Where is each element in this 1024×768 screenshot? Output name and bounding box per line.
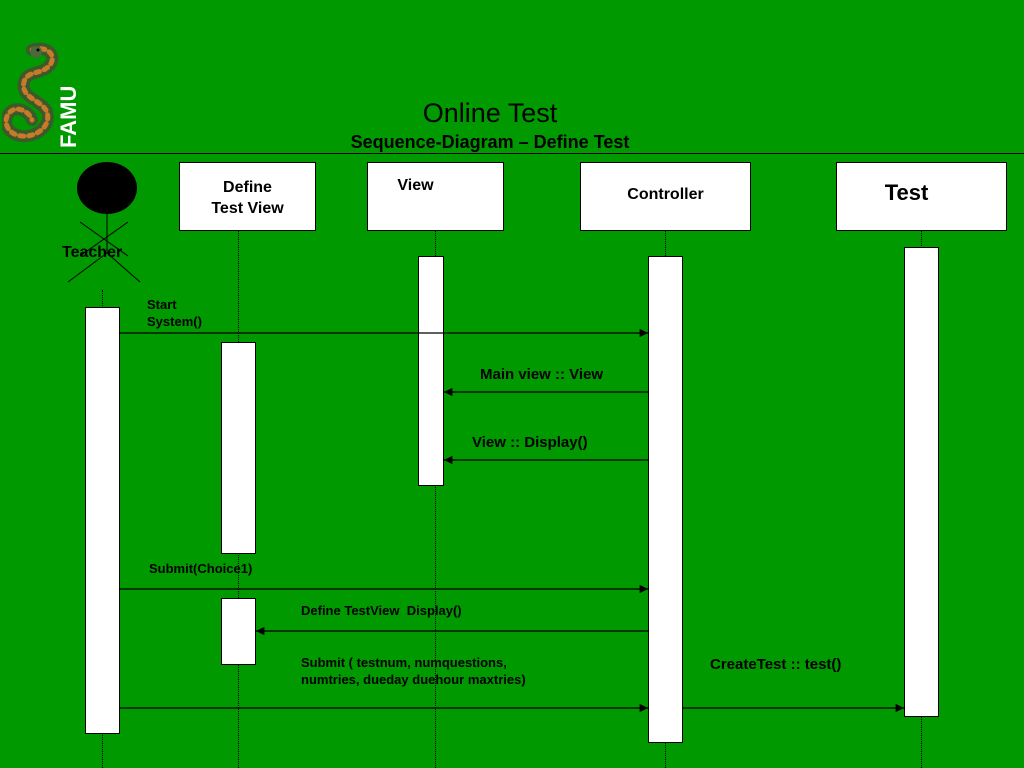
msg-submit-choice: Submit(Choice1) [149, 561, 253, 576]
msg-start-system: Start System() [147, 297, 202, 329]
msg-create-test: CreateTest :: test() [710, 656, 842, 673]
activation-define-test-view-2 [221, 598, 256, 665]
msg-submit-params: Submit ( testnum, numquestions, numtries… [301, 655, 526, 687]
activation-view [418, 256, 444, 486]
page-subtitle: Sequence-Diagram – Define Test [350, 132, 630, 152]
famu-logo-text: FAMU [60, 86, 80, 148]
msg-main-view: Main view :: View [480, 366, 604, 383]
msg-view-display: View :: Display() [472, 434, 588, 451]
lifeline-controller: Controller [580, 162, 751, 231]
page-title: Online Test [422, 98, 558, 128]
actor-icon [67, 162, 141, 283]
activation-define-test-view-1 [221, 342, 256, 554]
title-divider [0, 153, 1024, 154]
lifeline-view: View [367, 162, 504, 231]
activation-teacher [85, 307, 120, 734]
lifeline-test: Test [836, 162, 1007, 231]
snake-logo-icon [2, 42, 59, 143]
actor-label: Teacher [62, 244, 123, 261]
svg-text:FAMU: FAMU [60, 86, 80, 148]
activation-controller [648, 256, 683, 743]
lifeline-view-dotted [435, 231, 436, 768]
activation-test [904, 247, 939, 717]
lifeline-define-test-view: Define Test View [179, 162, 316, 231]
msg-define-testview-display: Define TestView Display() [301, 603, 462, 618]
